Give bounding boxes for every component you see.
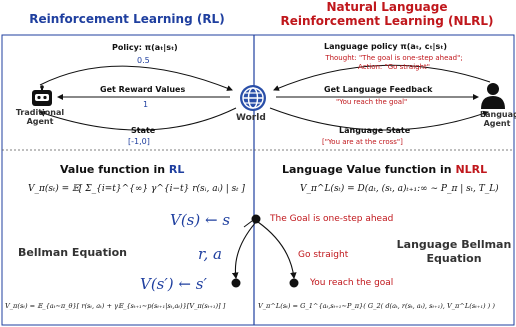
language-value-highlight: NLRL xyxy=(455,163,488,176)
tree-left-node xyxy=(231,278,241,288)
v-s-label: V(s) ← s xyxy=(170,211,231,229)
language-policy-thought: Thought: "The goal is one-step ahead"; xyxy=(325,54,463,62)
tree-left-branch xyxy=(231,221,257,280)
tree-top-node xyxy=(251,214,261,224)
value-function-rl-formula: V_π(sₜ) = 𝔼[ Σ_{i=t}^{∞} γ^{i−t} r(sᵢ, a… xyxy=(28,184,245,194)
v-s-prime-label: V(s′) ← s′ xyxy=(140,275,207,293)
language-bellman-formula: V_π^L(sₜ) = G_1^{aₜ,sₜ₊₁∼P_π}( G_2( d(aₜ… xyxy=(258,302,495,310)
language-agent-label: Language Agent xyxy=(480,110,516,128)
policy-value: 0.5 xyxy=(137,56,150,65)
policy-arc-left xyxy=(39,65,233,91)
language-bellman-title: Language Bellman Equation xyxy=(394,238,514,266)
goal-text: The Goal is one-step ahead xyxy=(270,214,394,224)
reach-goal-text: You reach the goal xyxy=(310,278,394,288)
value-function-rl-highlight: RL xyxy=(168,163,185,176)
language-value-title: Language Value function in NLRL xyxy=(282,163,487,176)
language-bellman-title-line1: Language Bellman xyxy=(396,238,512,251)
tree-right-node xyxy=(289,278,299,288)
state-arc-right xyxy=(269,107,489,131)
language-policy-label: Language policy π(aₜ, cₜ|sₜ) xyxy=(324,42,447,51)
language-state-value: ["You are at the cross"] xyxy=(322,138,403,146)
policy-label: Policy: π(aₜ|sₜ) xyxy=(112,43,178,52)
globe-icon xyxy=(239,84,267,112)
r-a-label: r, a xyxy=(198,245,223,263)
state-label-left: State xyxy=(131,126,156,135)
state-value-left: [-1,0] xyxy=(128,137,150,146)
language-value-prefix: Language Value function in xyxy=(282,163,456,176)
go-straight-text: Go straight xyxy=(298,250,349,260)
state-arc-left xyxy=(39,107,237,131)
language-bellman-title-line2: Equation xyxy=(426,252,482,265)
language-feedback-label: Get Language Feedback xyxy=(324,85,433,94)
language-value-formula: V_π^L(sₜ) = D(aₜ, (sₜ, a)ₜ₊₁:∞ ∼ P_π | s… xyxy=(300,184,499,194)
language-state-label: Language State xyxy=(339,126,411,135)
policy-arc-right xyxy=(273,64,491,91)
robot-icon xyxy=(30,85,54,107)
language-feedback-value: "You reach the goal" xyxy=(336,98,408,106)
rl-header: Reinforcement Learning (RL) xyxy=(29,12,225,26)
bellman-title: Bellman Equation xyxy=(18,246,127,259)
person-icon xyxy=(480,82,506,110)
world-label: World xyxy=(236,113,266,123)
tree-right-branch xyxy=(257,221,297,280)
value-function-rl-prefix: Value function in xyxy=(60,163,169,176)
traditional-agent-label: Traditional Agent xyxy=(15,108,65,126)
reward-label: Get Reward Values xyxy=(100,85,186,94)
nlrl-header: Natural Language Reinforcement Learning … xyxy=(262,0,512,28)
bellman-formula: V_π(sₜ) = 𝔼_{aₜ∼π_θ}[ r(sₜ, aₜ) + γ𝔼_{sₜ… xyxy=(5,302,226,310)
language-policy-action: Action: "Go straight" xyxy=(357,63,430,71)
nlrl-header-line2: Reinforcement Learning (NLRL) xyxy=(280,14,494,28)
value-function-rl-title: Value function in RL xyxy=(60,163,184,176)
nlrl-header-line1: Natural Language xyxy=(326,0,448,14)
reward-value: 1 xyxy=(143,100,149,109)
